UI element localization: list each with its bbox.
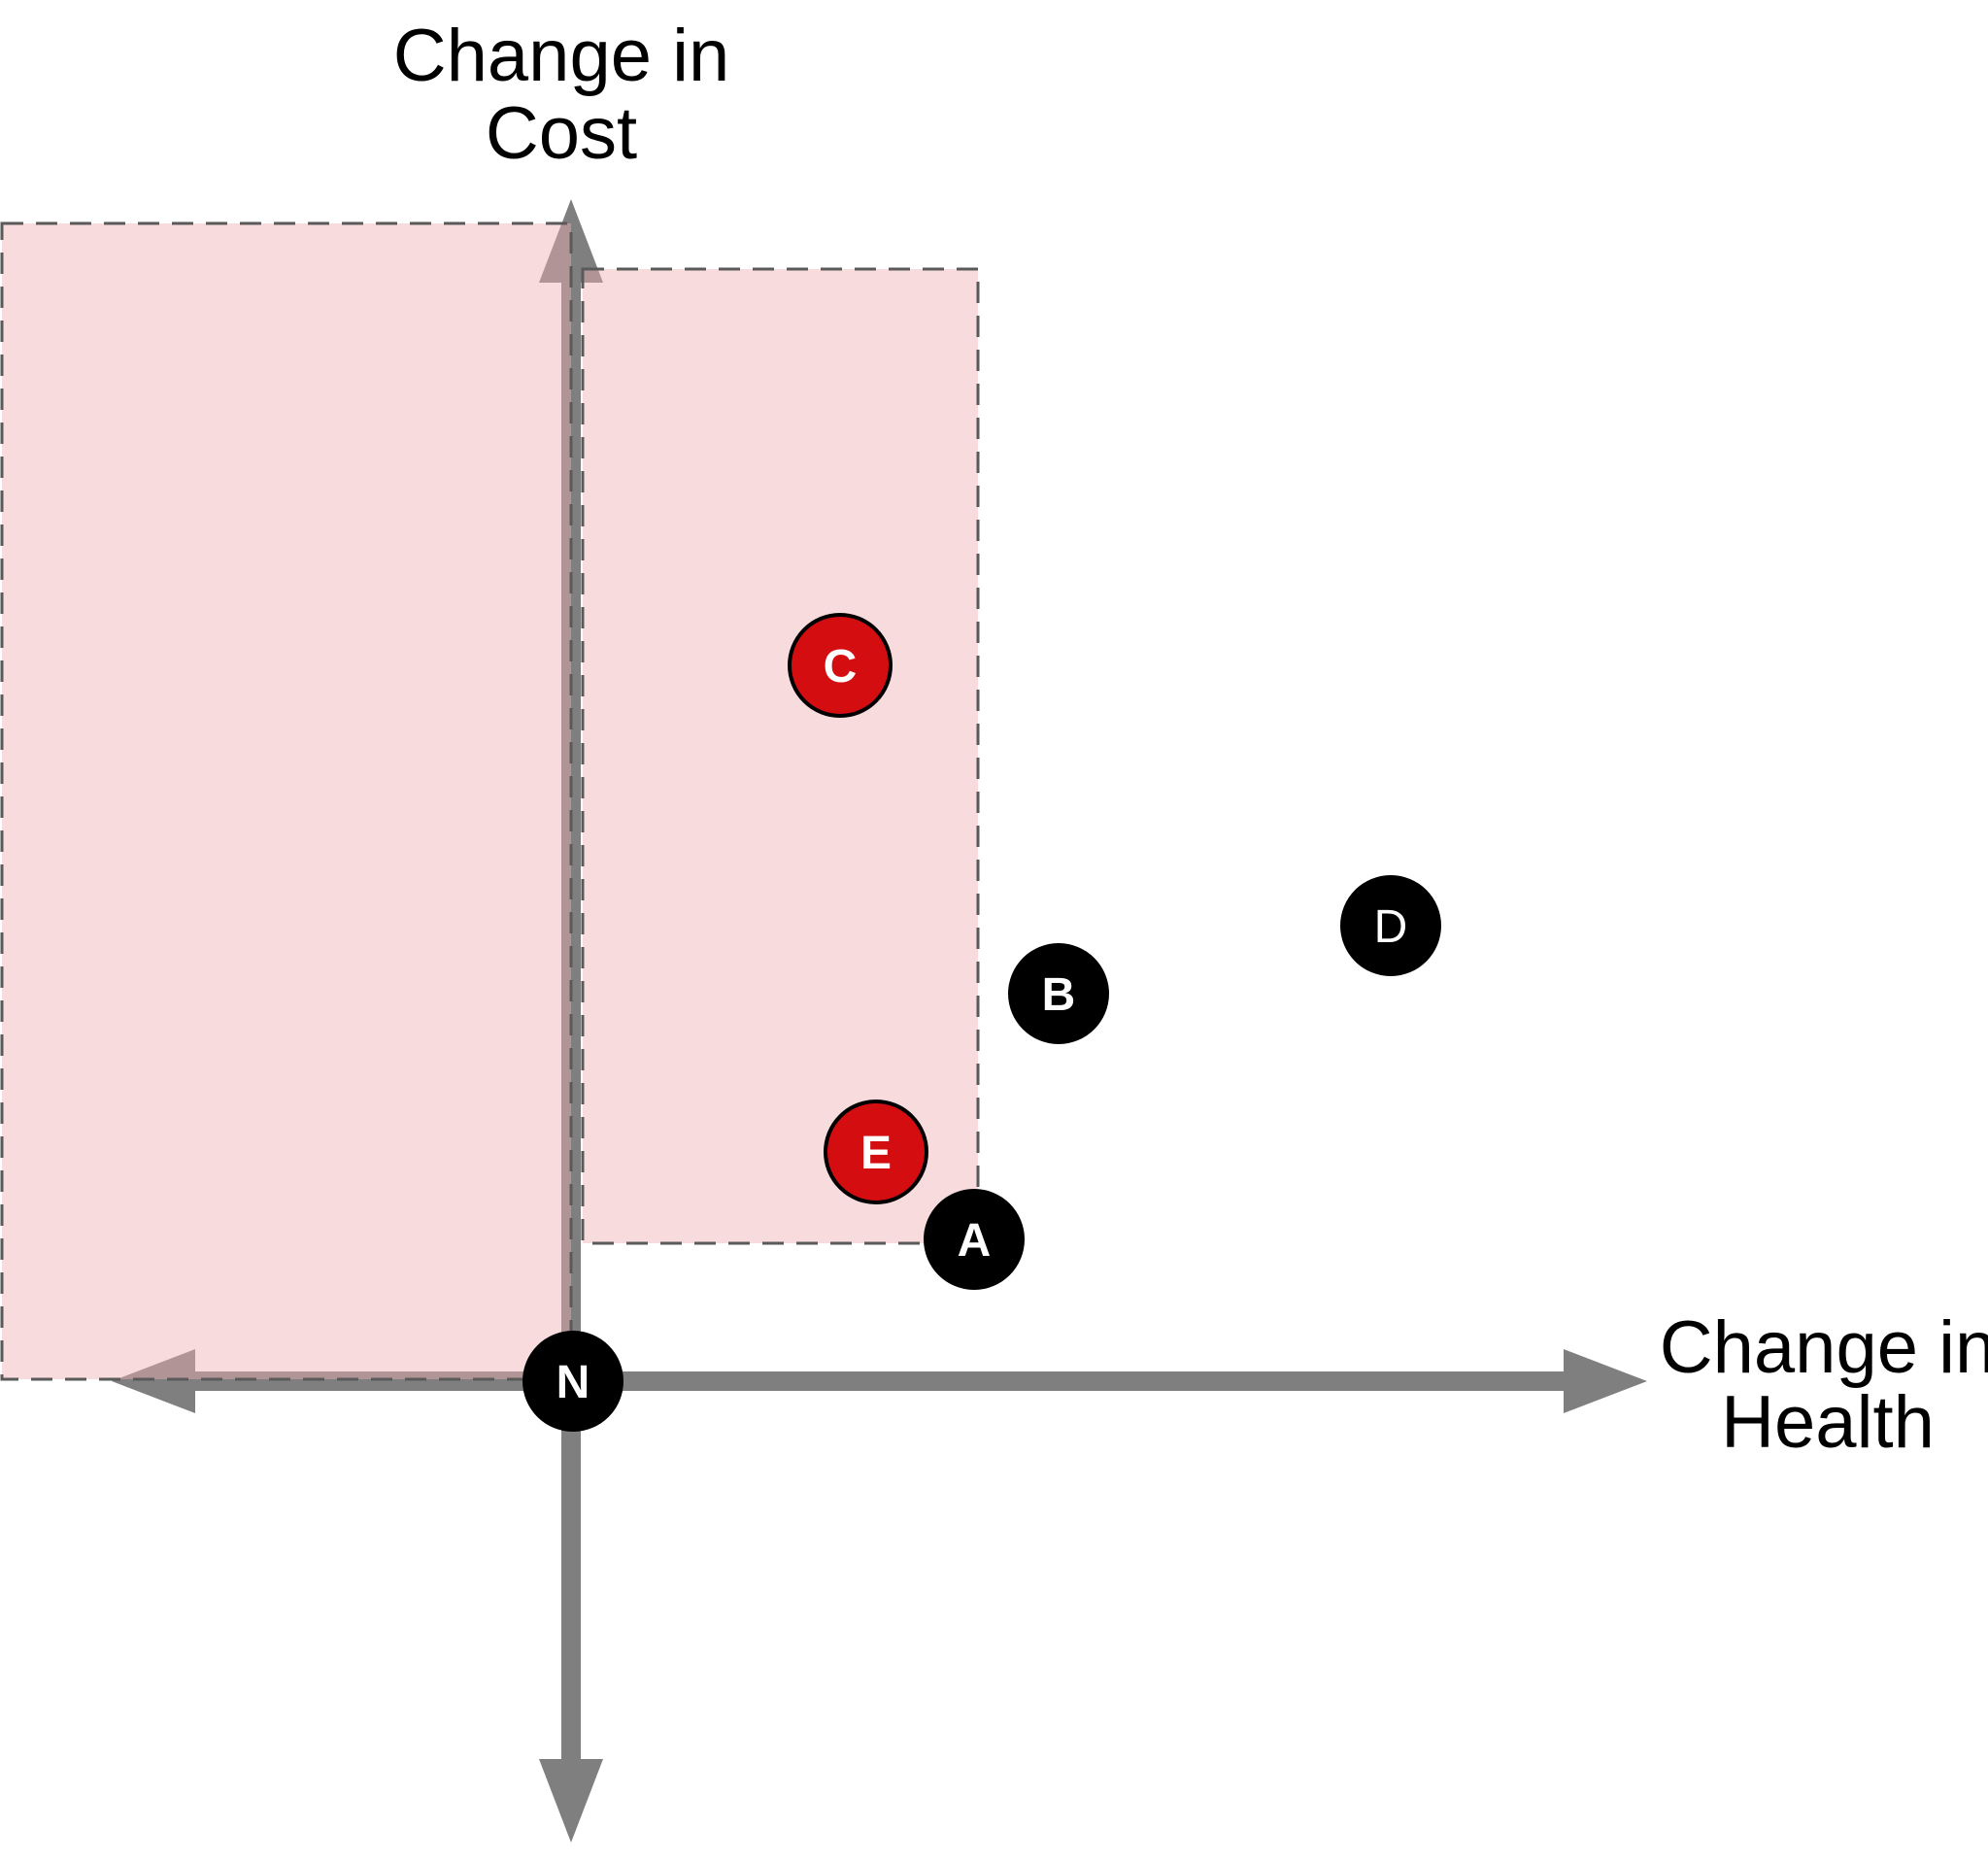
axis-titles: Change in Cost Change in Health	[393, 15, 1988, 1464]
dominated-region-left	[0, 221, 573, 1381]
point-d	[1340, 875, 1441, 976]
regions	[0, 221, 980, 1381]
dominated-region-upper-right	[581, 267, 980, 1245]
point-a-label: A	[958, 1215, 992, 1267]
point-a	[924, 1189, 1025, 1290]
point-c-label: C	[824, 641, 858, 693]
point-n	[522, 1331, 623, 1432]
point-e	[824, 1100, 928, 1204]
point-d-label: D	[1374, 901, 1408, 953]
point-e-label: E	[860, 1128, 892, 1179]
point-n-label: N	[556, 1357, 590, 1408]
y-axis-arrowhead-down-icon	[539, 1759, 603, 1843]
y-axis-title-line-2: Cost	[486, 92, 637, 175]
x-axis-title-line-2: Health	[1721, 1381, 1935, 1464]
x-axis-arrowhead-left-icon	[112, 1349, 195, 1413]
point-b	[1008, 943, 1109, 1044]
y-axis-title-line-1: Change in	[393, 15, 730, 97]
point-b-label: B	[1042, 969, 1076, 1021]
point-c	[788, 613, 893, 718]
x-axis-title-line-1: Change in	[1660, 1306, 1988, 1389]
points: N C E B A D	[522, 613, 1441, 1432]
x-axis-arrowhead-right-icon	[1564, 1349, 1647, 1413]
